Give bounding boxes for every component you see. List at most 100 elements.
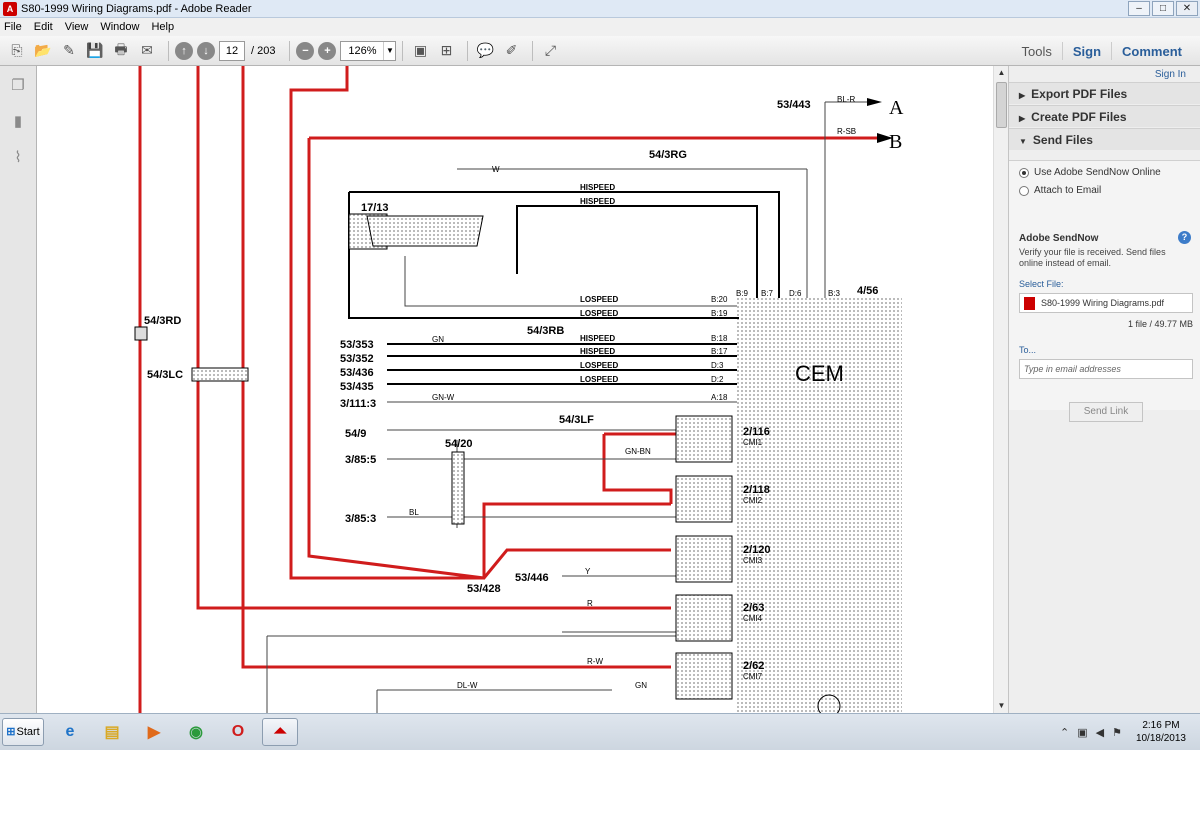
highlight-icon[interactable]: ✐ [505,42,518,58]
selected-file[interactable]: S80-1999 Wiring Diagrams.pdf [1019,293,1193,313]
comment-icon[interactable]: 💬 [476,42,495,58]
save-icon[interactable]: 💾 [86,42,104,58]
sign-button[interactable]: Sign [1072,43,1102,59]
internet-explorer-icon[interactable]: e [65,723,75,740]
menu-view[interactable]: View [64,21,89,33]
relay-2-120: 2/120 CMI3 [675,535,771,583]
comment-button[interactable]: Comment [1122,43,1182,59]
export-pdf-section[interactable]: ▶Export PDF Files [1009,82,1200,104]
start-button[interactable]: ⊞Start [2,718,44,746]
opera-icon[interactable]: O [231,723,245,740]
chevron-right-icon: ▶ [1019,114,1026,123]
minimize-button[interactable]: – [1128,1,1150,16]
chevron-down-icon[interactable]: ▼ [383,41,395,60]
action-center-flag-icon[interactable]: ⚑ [1112,726,1122,739]
separator [1061,42,1063,60]
zoom-select[interactable]: 126% ▼ [340,40,397,61]
label-54-3lc: 54/3LC [147,369,183,381]
signal-label: LOSPEED [580,295,618,304]
sign-in-link[interactable]: Sign In [1154,69,1186,80]
network-icon[interactable]: ▣ [1077,726,1088,739]
send-files-section[interactable]: ▼Send Files [1009,128,1200,150]
attachments-icon[interactable]: ⌇ [14,149,22,166]
wire-color-label: DL-W [457,681,478,690]
label-a: A [889,97,904,119]
volume-icon[interactable]: ◀ [1095,726,1105,739]
radio-sendnow[interactable]: Use Adobe SendNow Online [1019,167,1161,178]
menu-help[interactable]: Help [151,21,175,33]
create-pdf-section[interactable]: ▶ Create PDF Files [1009,105,1200,127]
prev-page-icon[interactable]: ↑ [175,41,193,60]
page-thumbnails-icon[interactable]: ❐ [11,77,25,94]
wire-color-label: R-W [587,657,603,666]
pin-ref: D:6 [789,289,802,298]
edit-icon[interactable]: ✎ [63,42,75,58]
help-icon[interactable]: ? [1178,231,1191,244]
page-total: / 203 [251,44,276,57]
menu-bar: File Edit View Window Help [0,18,1200,36]
bookmarks-icon[interactable]: ▮ [13,113,23,130]
send-link-button[interactable]: Send Link [1069,402,1143,422]
print-icon[interactable]: 🖶 [114,40,128,57]
radio-attach-email[interactable]: Attach to Email [1019,185,1101,196]
svg-text:CMI7: CMI7 [743,672,763,681]
connector-17-13-body [366,215,484,247]
wire-color-label: GN [432,335,444,344]
wire-color-label: GN [635,681,647,690]
svg-text:CMI3: CMI3 [743,556,763,565]
wire-color-label: BL-R [837,95,855,104]
label-53-435: 53/435 [340,381,374,393]
zoom-out-icon[interactable]: − [296,41,315,60]
close-button[interactable]: ✕ [1176,1,1198,16]
section-label: Create PDF Files [1031,110,1127,124]
section-label: Export PDF Files [1031,87,1128,101]
scroll-thumb[interactable] [996,82,1007,128]
create-icon[interactable]: ⎘ [11,42,23,58]
select-file-label: Select File: [1019,279,1064,289]
media-player-icon[interactable]: ▶ [147,724,161,741]
tools-button[interactable]: Tools [1021,43,1052,59]
fullscreen-icon[interactable]: ⤢ [544,42,557,58]
wiring-diagram: CEM 4/56 [134,66,904,713]
adobe-reader-taskbar-icon[interactable]: ⏶ [262,718,298,746]
send-files-panel: Use Adobe SendNow Online Attach to Email… [1009,160,1200,422]
file-explorer-icon[interactable]: ▤ [104,724,120,741]
maximize-button[interactable]: □ [1152,1,1174,16]
menu-edit[interactable]: Edit [33,21,53,33]
email-icon[interactable]: ✉ [141,42,153,58]
relay-2-116: 2/116 CMI1 [675,415,770,463]
document-view[interactable]: CEM 4/56 [37,66,993,713]
connector-box [191,367,249,382]
wire-color-label: R-SB [837,127,856,136]
menu-file[interactable]: File [4,21,22,33]
scroll-up-icon[interactable]: ▲ [997,68,1006,77]
label-53-436: 53/436 [340,367,374,379]
wire-color-label: GN-BN [625,447,651,456]
zoom-in-icon[interactable]: + [318,41,337,60]
svg-text:2/120: 2/120 [743,544,771,556]
fit-page-icon[interactable]: ▣ [413,42,428,58]
scroll-down-icon[interactable]: ▼ [997,701,1006,710]
relay-2-118: 2/118 CMI2 [675,475,770,523]
to-label[interactable]: To... [1019,345,1037,355]
open-icon[interactable]: 📂 [34,42,52,58]
system-tray: ⌃ ▣ ◀ ⚑ 2:16 PM 10/18/2013 [1060,718,1186,746]
show-hidden-icons-icon[interactable]: ⌃ [1059,726,1070,739]
signal-label: HISPEED [580,334,615,343]
page-number-input[interactable]: 12 [219,40,245,61]
signal-label: LOSPEED [580,375,618,384]
next-page-icon[interactable]: ↓ [197,41,215,60]
label-54-3rg: 54/3RG [649,149,687,161]
label-3-111-3: 3/111:3 [340,398,376,410]
vertical-scrollbar[interactable]: ▲ ▼ [993,66,1008,713]
label-53-443: 53/443 [777,99,811,111]
chrome-icon[interactable]: ◉ [189,724,203,741]
label-54-20: 54/20 [445,438,473,450]
fit-width-icon[interactable]: ⊞ [440,42,453,58]
menu-window[interactable]: Window [100,21,140,33]
svg-text:CMI1: CMI1 [743,438,763,447]
clock[interactable]: 2:16 PM 10/18/2013 [1136,719,1186,745]
email-recipients-input[interactable]: Type in email addresses [1019,359,1193,379]
svg-text:2/116: 2/116 [743,426,770,438]
pin-ref: D:2 [711,375,724,384]
